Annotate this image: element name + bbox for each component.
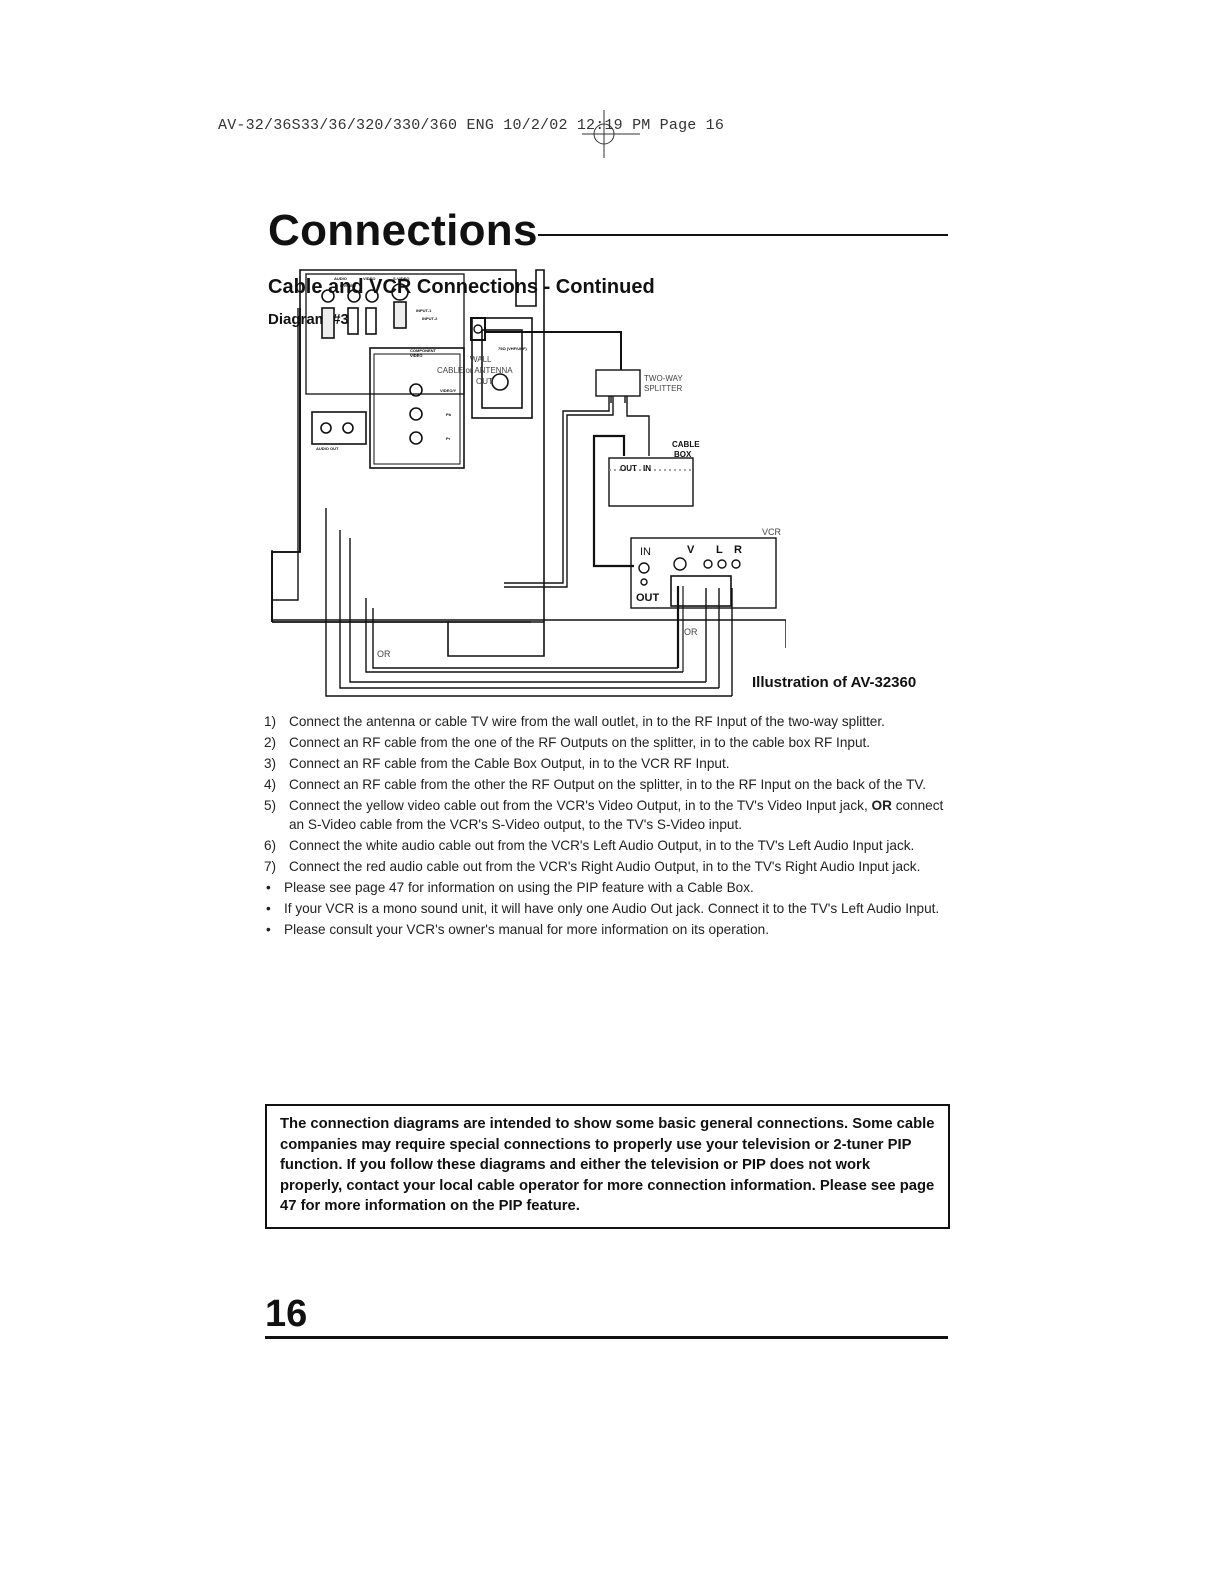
section-subtitle: Cable and VCR Connections - Continued bbox=[268, 276, 655, 298]
illustration-caption: Illustration of AV-32360 bbox=[752, 674, 917, 691]
page-title: Connections bbox=[268, 206, 538, 255]
list-item: 7) Connect the red audio cable out from … bbox=[264, 858, 921, 874]
list-item: 4) Connect an RF cable from the other th… bbox=[264, 777, 927, 792]
or-emphasis: OR bbox=[871, 798, 892, 813]
page-number: 16 bbox=[265, 1293, 308, 1335]
bullet-item: • Please see page 47 for information on … bbox=[266, 879, 754, 895]
title-row: Connections bbox=[268, 206, 948, 266]
crop-mark-icon bbox=[582, 110, 640, 158]
list-item: 3) Connect an RF cable from the Cable Bo… bbox=[264, 756, 730, 771]
list-item: 5) Connect the yellow video cable out fr… bbox=[264, 798, 944, 832]
list-item: 6) Connect the white audio cable out fro… bbox=[264, 837, 915, 853]
cable-box-icon bbox=[608, 457, 694, 507]
tv-back-diagram bbox=[271, 269, 545, 657]
list-item: 2) Connect an RF cable from the one of t… bbox=[264, 735, 871, 750]
title-rule bbox=[538, 234, 948, 236]
list-item: 1) Connect the antenna or cable TV wire … bbox=[264, 714, 885, 729]
vcr-icon bbox=[630, 537, 777, 609]
bullet-item: • If your VCR is a mono sound unit, it w… bbox=[266, 900, 940, 916]
splitter-icon bbox=[595, 369, 641, 397]
bullet-item: • Please consult your VCR's owner's manu… bbox=[266, 921, 769, 937]
print-header: AV-32/36S33/36/320/330/360 ENG 10/2/02 1… bbox=[218, 117, 725, 134]
instruction-list: 1) Connect the antenna or cable TV wire … bbox=[264, 713, 944, 942]
bottom-rule bbox=[265, 1336, 948, 1339]
notice-box: The connection diagrams are intended to … bbox=[265, 1104, 950, 1229]
